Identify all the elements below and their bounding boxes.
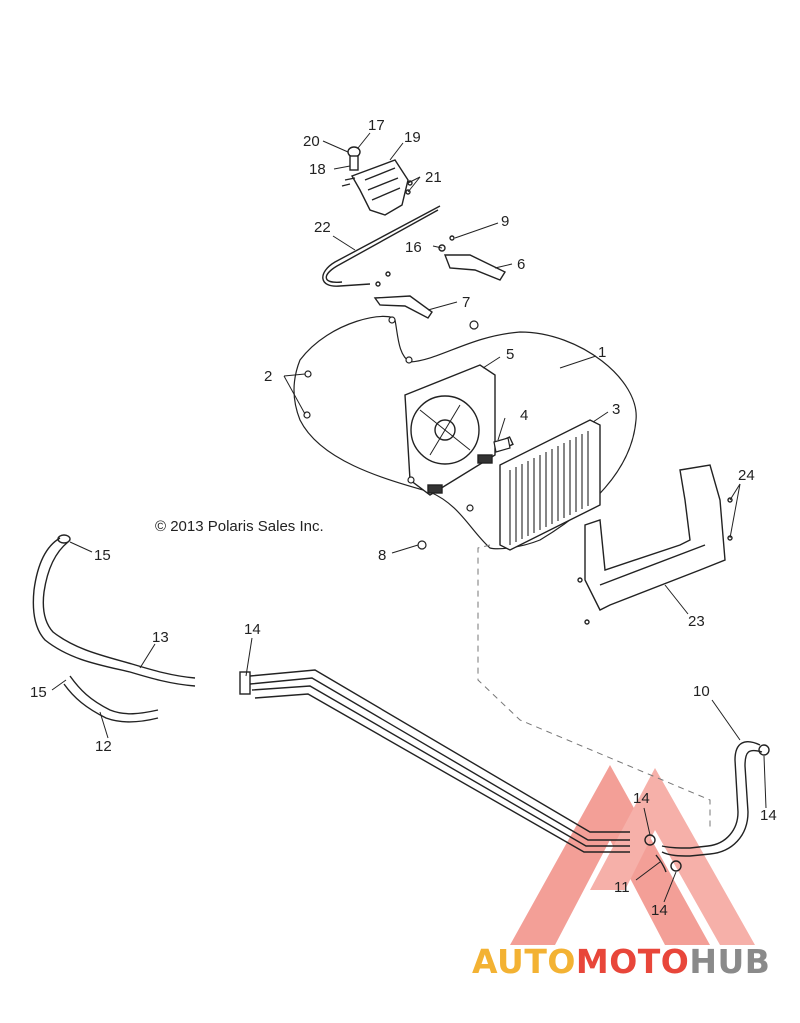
callout-9: 9 [501,213,510,230]
callout-16: 16 [405,239,422,256]
coolant-tube-icon [239,669,630,853]
copyright-text: © 2013 Polaris Sales Inc. [155,518,324,535]
callout-15-upper: 15 [94,547,111,564]
callout-24: 24 [738,467,755,484]
brand-part-moto: MOTO [575,942,690,981]
callout-17: 17 [368,117,385,134]
callout-18: 18 [309,161,326,178]
callout-12: 12 [95,738,112,755]
callout-13: 13 [152,629,169,646]
callout-3: 3 [612,401,621,418]
callout-22: 22 [314,219,331,236]
mount-bracket-icon [373,235,507,319]
callout-15-lower: 15 [30,684,47,701]
coolant-reservoir-icon [341,146,413,216]
callout-8: 8 [378,547,387,564]
callout-21: 21 [425,169,442,186]
callout-14-right: 14 [760,807,777,824]
watermark-logo-icon [510,765,755,945]
callout-11: 11 [614,879,630,896]
callout-14-middle: 14 [633,790,650,807]
radiator-support-bracket-icon [577,464,733,625]
coolant-hose-icon [32,534,196,723]
radiator-fan-icon [404,364,496,496]
radiator-core-icon [494,419,601,551]
callout-19: 19 [404,129,421,146]
callout-4: 4 [520,407,529,424]
callout-10: 10 [693,683,710,700]
callout-23: 23 [688,613,705,630]
callout-20: 20 [303,133,320,150]
brand-part-auto: AUTO [472,942,576,981]
hardware-icon [303,316,511,550]
shroud-outline-icon [293,315,637,550]
brand-part-hub: HUB [689,942,771,981]
brand-watermark: AUTOMOTOHUB [472,942,770,981]
callout-14-tube: 14 [244,621,261,638]
callout-5: 5 [506,346,515,363]
callout-leaders [51,132,767,903]
callout-7: 7 [462,294,471,311]
overflow-hose-icon [322,205,441,287]
callout-14-bottom: 14 [651,902,668,919]
callout-1: 1 [598,344,607,361]
callout-2: 2 [264,368,273,385]
callout-6: 6 [517,256,526,273]
